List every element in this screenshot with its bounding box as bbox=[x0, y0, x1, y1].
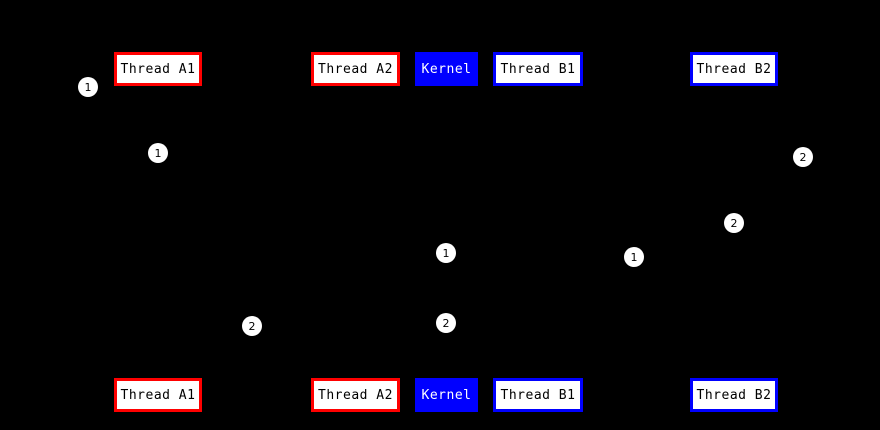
participant-label: Thread B1 bbox=[500, 61, 576, 77]
sequence-badge: 2 bbox=[242, 316, 262, 336]
sequence-badge: 1 bbox=[78, 77, 98, 97]
lifeline-thread-a1 bbox=[158, 86, 159, 378]
participant-label: Thread B1 bbox=[500, 387, 576, 403]
message-arrow bbox=[538, 257, 634, 258]
sequence-badge: 1 bbox=[148, 143, 168, 163]
message-arrow bbox=[98, 87, 158, 88]
participant-box-thread-b2-top[interactable]: Thread B2 bbox=[690, 52, 778, 86]
participant-label: Kernel bbox=[421, 61, 472, 77]
participant-label: Thread B2 bbox=[696, 387, 772, 403]
sequence-badge: 2 bbox=[724, 213, 744, 233]
participant-box-kernel-top[interactable]: Kernel bbox=[415, 52, 478, 86]
message-arrow bbox=[158, 326, 252, 327]
message-arrow bbox=[734, 157, 803, 158]
participant-label: Thread A2 bbox=[318, 61, 393, 77]
participant-box-thread-a1-bottom[interactable]: Thread A1 bbox=[114, 378, 202, 412]
sequence-badge: 1 bbox=[436, 243, 456, 263]
participant-box-thread-b1-top[interactable]: Thread B1 bbox=[493, 52, 583, 86]
lifeline-thread-a2 bbox=[355, 86, 356, 378]
participant-box-thread-a2-top[interactable]: Thread A2 bbox=[311, 52, 400, 86]
participant-box-kernel-bottom[interactable]: Kernel bbox=[415, 378, 478, 412]
sequence-badge: 2 bbox=[436, 313, 456, 333]
participant-box-thread-a2-bottom[interactable]: Thread A2 bbox=[311, 378, 400, 412]
participant-box-thread-a1-top[interactable]: Thread A1 bbox=[114, 52, 202, 86]
participant-label: Thread A1 bbox=[120, 61, 196, 77]
lifeline-thread-b1 bbox=[538, 86, 539, 378]
participant-box-thread-b2-bottom[interactable]: Thread B2 bbox=[690, 378, 778, 412]
participant-box-thread-b1-bottom[interactable]: Thread B1 bbox=[493, 378, 583, 412]
lifeline-kernel bbox=[446, 86, 447, 378]
participant-label: Thread B2 bbox=[696, 61, 772, 77]
sequence-badge: 2 bbox=[793, 147, 813, 167]
participant-label: Kernel bbox=[421, 387, 472, 403]
participant-label: Thread A1 bbox=[120, 387, 196, 403]
participant-label: Thread A2 bbox=[318, 387, 393, 403]
sequence-badge: 1 bbox=[624, 247, 644, 267]
